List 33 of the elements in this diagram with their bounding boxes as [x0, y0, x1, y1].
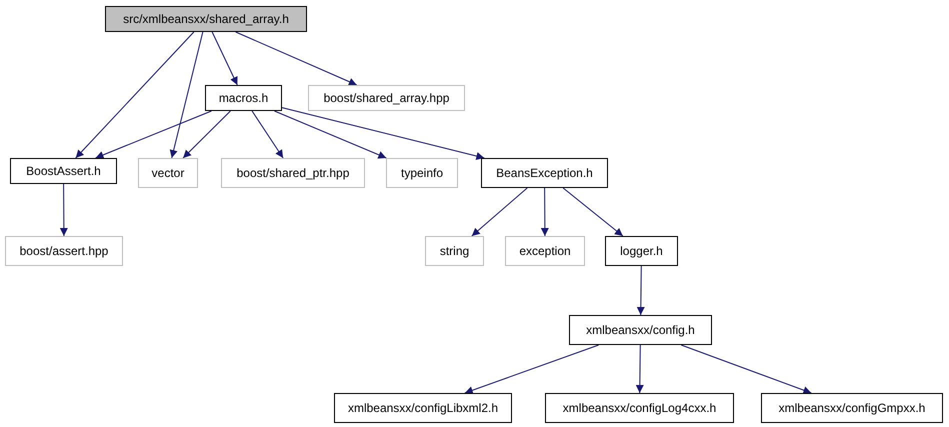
header-file-box: xmlbeansxx/configLibxml2.h	[334, 393, 512, 423]
include-arrow	[252, 110, 284, 158]
include-arrow	[60, 184, 68, 236]
include-arrow	[636, 266, 645, 316]
include-arrow	[282, 107, 485, 160]
external-header-box: boost/shared_ptr.hpp	[221, 158, 365, 188]
external-header-box: exception	[505, 236, 585, 266]
external-header-box: string	[425, 236, 484, 266]
include-arrow	[680, 344, 812, 394]
include-arrow	[75, 32, 194, 158]
include-arrow	[182, 110, 231, 158]
header-file-box: BoostAssert.h	[10, 158, 117, 184]
external-header-box: vector	[138, 158, 198, 188]
header-file-box: xmlbeansxx/configLog4cxx.h	[545, 393, 734, 423]
external-header-box: boost/assert.hpp	[5, 236, 123, 266]
include-arrow	[235, 32, 358, 86]
include-arrow	[540, 188, 549, 236]
include-arrow	[212, 32, 238, 86]
external-header-box: boost/shared_array.hpp	[308, 85, 465, 111]
include-arrow	[274, 110, 387, 159]
include-arrow	[562, 188, 624, 236]
header-file-box: xmlbeansxx/config.h	[569, 315, 712, 345]
current-file-box: src/xmlbeansxx/shared_array.h	[105, 6, 307, 32]
header-file-box: xmlbeansxx/configGmpxx.h	[761, 393, 943, 423]
header-file-box: BeansException.h	[481, 158, 608, 188]
include-arrow	[464, 344, 600, 394]
include-arrow	[471, 188, 528, 236]
header-file-box: macros.h	[205, 85, 282, 111]
include-arrow	[170, 32, 204, 158]
external-header-box: typeinfo	[386, 158, 458, 188]
header-file-box: logger.h	[605, 236, 678, 266]
include-arrow	[95, 110, 212, 159]
include-arrow	[636, 344, 644, 394]
